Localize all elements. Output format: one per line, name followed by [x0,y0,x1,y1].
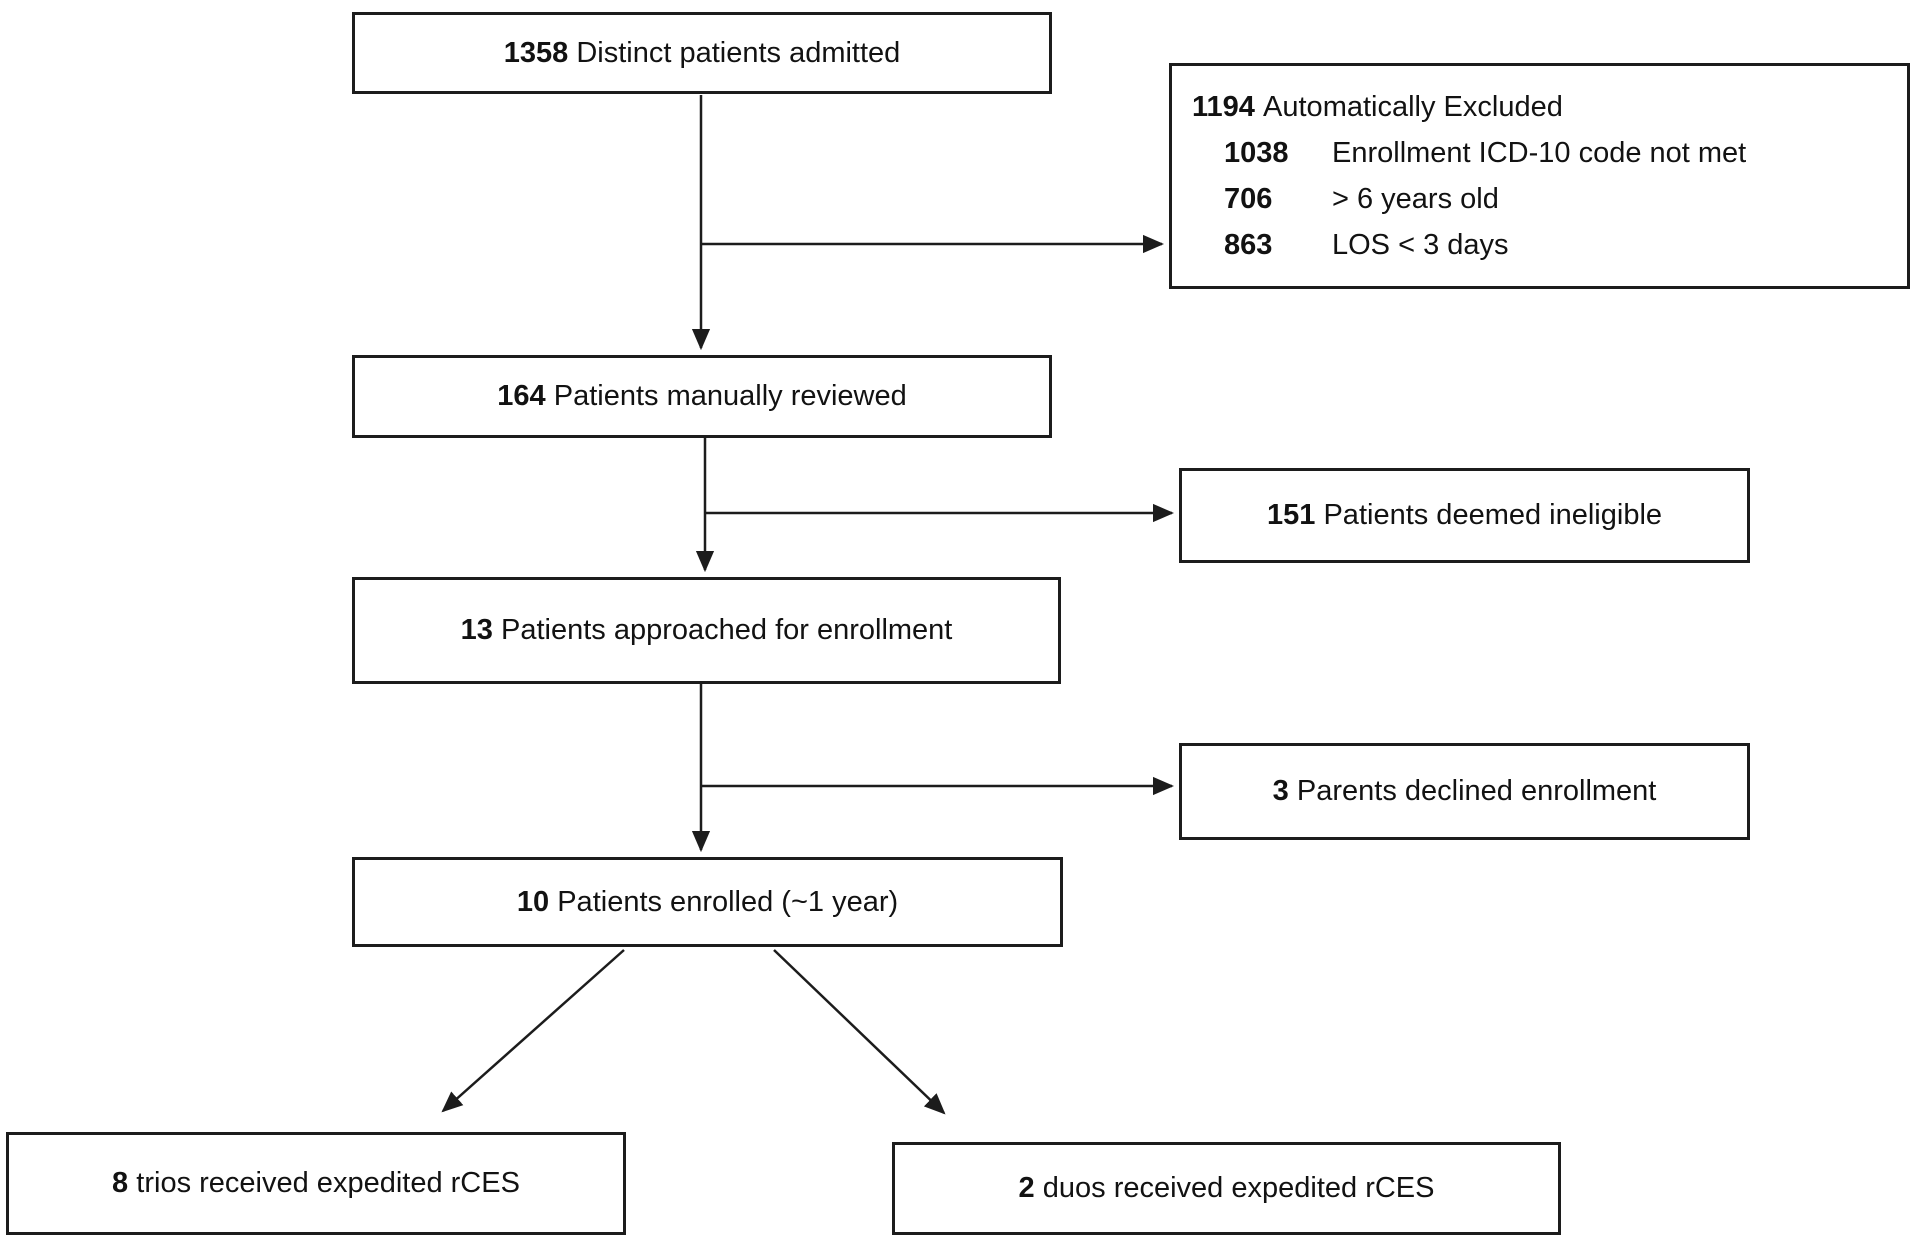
node-parents-declined: 3 Parents declined enrollment [1179,743,1750,840]
node-patients-ineligible: 151 Patients deemed ineligible [1179,468,1750,563]
excluded-reason-row: 863 LOS < 3 days [1192,222,1897,268]
node-label: Distinct patients admitted [576,36,901,69]
node-patients-admitted: 1358 Distinct patients admitted [352,12,1052,94]
arrow-enrolled-to-trios-icon [441,949,625,1113]
excluded-reason-row: 1038 Enrollment ICD-10 code not met [1192,130,1897,176]
reason-label: LOS < 3 days [1332,229,1509,261]
node-label: Automatically Excluded [1263,91,1563,123]
node-label: Parents declined enrollment [1296,775,1657,808]
node-count: 164 [497,380,546,413]
arrow-enrolled-to-duos-icon [773,949,946,1115]
node-count: 151 [1266,499,1316,532]
reason-count: 1038 [1224,137,1289,169]
node-trios-rces: 8 trios received expedited rCES [6,1132,626,1235]
node-duos-rces: 2 duos received expedited rCES [892,1142,1561,1235]
node-label: Patients enrolled (~1 year) [557,885,899,918]
node-count: 8 [112,1167,129,1200]
node-patients-enrolled: 10 Patients enrolled (~1 year) [352,857,1063,947]
reason-label: Enrollment ICD-10 code not met [1332,137,1747,169]
node-label: trios received expedited rCES [136,1167,520,1200]
node-count: 1358 [503,36,569,69]
reason-count: 863 [1224,229,1273,261]
reason-count: 706 [1224,183,1273,215]
node-label: Patients deemed ineligible [1323,499,1663,532]
reason-label: > 6 years old [1332,183,1499,215]
node-count: 13 [460,614,493,647]
node-patients-approached: 13 Patients approached for enrollment [352,577,1061,684]
node-label: Patients manually reviewed [553,380,907,413]
node-label: Patients approached for enrollment [500,614,953,647]
node-count: 10 [516,885,550,918]
node-label: duos received expedited rCES [1042,1172,1435,1205]
node-count: 3 [1272,775,1289,808]
node-count: 1194 [1192,91,1255,123]
node-count: 2 [1018,1172,1035,1205]
excluded-reason-row: 706 > 6 years old [1192,176,1897,222]
node-patients-reviewed: 164 Patients manually reviewed [352,355,1052,438]
